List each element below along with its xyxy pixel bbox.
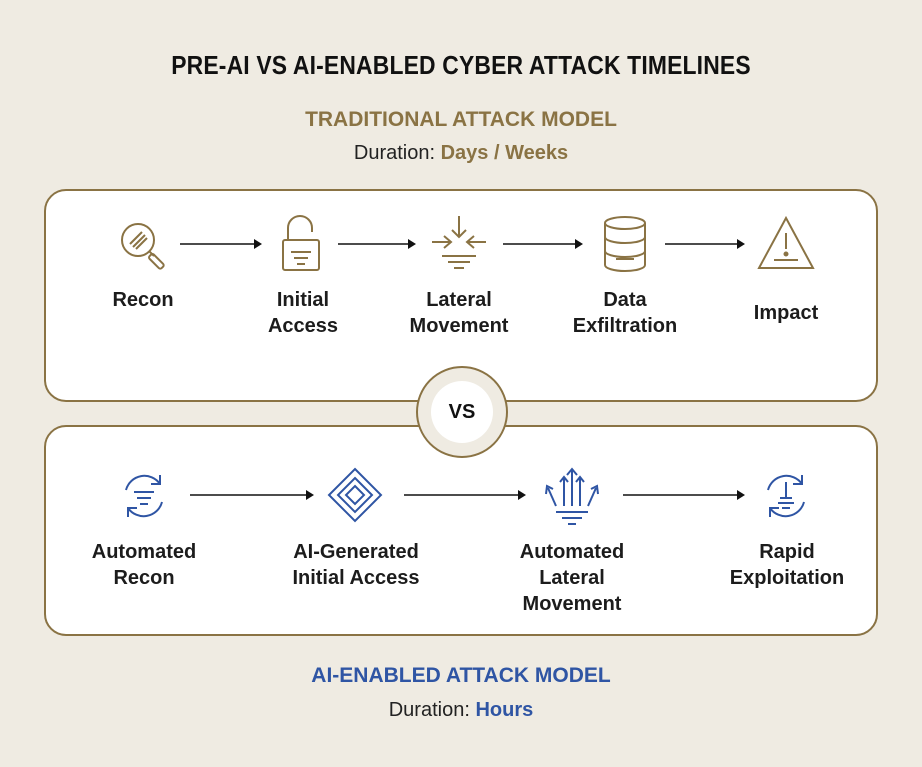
arrow-ai-access-to-auto-lateral: [404, 490, 526, 500]
page-title: PRE-AI VS AI-ENABLED CYBER ATTACK TIMELI…: [171, 50, 751, 80]
arrow-exfil-to-impact: [665, 239, 745, 249]
step-rapid-exploitation: Rapid Exploitation: [729, 541, 845, 589]
arrow-recon-to-access: [180, 239, 262, 249]
arrow-access-to-lateral: [338, 239, 416, 249]
refresh-cycle-icon: [125, 474, 163, 518]
diverging-arrows-icon: [545, 467, 599, 525]
step-initial-access: Initial Access: [267, 289, 339, 337]
arrow-auto-recon-to-ai-access: [190, 490, 314, 500]
ai-heading: AI-ENABLED ATTACK MODEL: [311, 664, 611, 687]
magnifier-icon: [121, 223, 165, 270]
converging-arrows-icon: [432, 216, 486, 269]
traditional-duration-label: Duration:: [353, 142, 436, 164]
traditional-heading: TRADITIONAL ATTACK MODEL: [305, 108, 617, 131]
rapid-cycle-icon: [767, 474, 805, 518]
vs-badge: VS: [416, 366, 508, 458]
vs-label: VS: [431, 381, 493, 443]
arrow-auto-lateral-to-rapid: [623, 490, 745, 500]
ai-panel: [44, 425, 878, 636]
database-icon: [604, 216, 646, 272]
open-padlock-icon: [282, 215, 320, 271]
traditional-duration-value: Days / Weeks: [440, 142, 569, 164]
step-lateral-movement: Lateral Movement: [409, 289, 509, 337]
step-automated-lateral-movement: Automated Lateral Movement: [519, 541, 625, 615]
step-impact: Impact: [753, 302, 819, 324]
step-data-exfiltration: Data Exfiltration: [572, 289, 678, 337]
step-automated-recon: Automated Recon: [91, 541, 197, 589]
nested-diamond-icon: [327, 467, 383, 523]
ai-duration-value: Hours: [475, 699, 534, 721]
step-recon: Recon: [112, 289, 174, 311]
ai-duration-label: Duration:: [388, 699, 470, 721]
warning-triangle-icon: [757, 215, 815, 269]
step-ai-generated-initial-access: AI-Generated Initial Access: [292, 541, 420, 589]
traditional-duration: Duration: Days / Weeks: [0, 142, 922, 165]
ai-duration: Duration: Hours: [0, 699, 922, 722]
arrow-lateral-to-exfil: [503, 239, 583, 249]
